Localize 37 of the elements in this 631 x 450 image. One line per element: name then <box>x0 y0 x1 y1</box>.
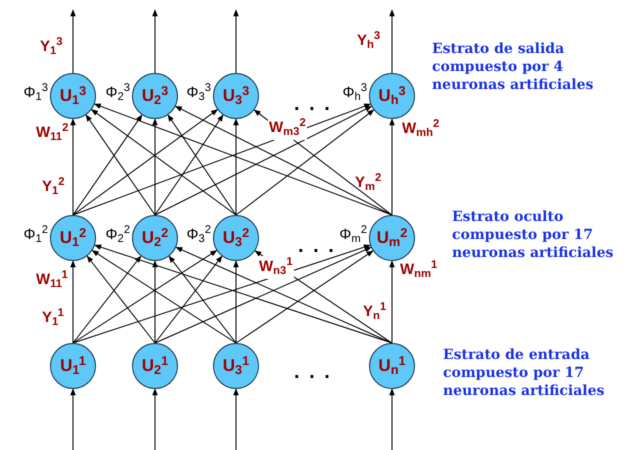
arrow <box>389 388 395 450</box>
arrow <box>233 9 239 74</box>
arrow <box>70 260 76 344</box>
layer-description: Estrato oculto compuesto por 17 neuronas artificiales <box>452 208 614 262</box>
arrow <box>86 114 156 216</box>
arrow <box>389 260 395 344</box>
arrow <box>389 9 395 74</box>
arrow <box>154 256 222 344</box>
arrow <box>154 246 372 344</box>
arrow <box>86 256 156 344</box>
arrow <box>72 109 218 216</box>
arrow <box>233 260 239 344</box>
arrow <box>70 118 76 216</box>
arrow <box>152 118 158 216</box>
arrow <box>174 106 392 216</box>
arrow <box>91 109 236 216</box>
arrow <box>72 250 218 344</box>
layer-description: Estrato de salida compuesto por 4 neuronas artificiales <box>432 40 594 94</box>
arrow <box>92 250 236 344</box>
arrow <box>236 250 374 344</box>
arrow <box>175 246 392 344</box>
arrow <box>168 256 236 344</box>
arrow <box>236 109 374 216</box>
arrow <box>233 388 239 450</box>
arrow <box>152 260 158 344</box>
arrow <box>389 118 395 216</box>
arrow <box>70 9 76 74</box>
arrow <box>152 388 158 450</box>
arrow <box>233 118 239 216</box>
arrow <box>154 106 372 216</box>
arrow <box>154 114 224 216</box>
layer-description: Estrato de entrada compuesto por 17 neuronas artificiales <box>443 346 606 400</box>
arrow <box>72 114 142 216</box>
arrow <box>70 388 76 450</box>
arrow <box>167 114 236 216</box>
arrow <box>72 256 142 344</box>
arrow <box>152 9 158 74</box>
